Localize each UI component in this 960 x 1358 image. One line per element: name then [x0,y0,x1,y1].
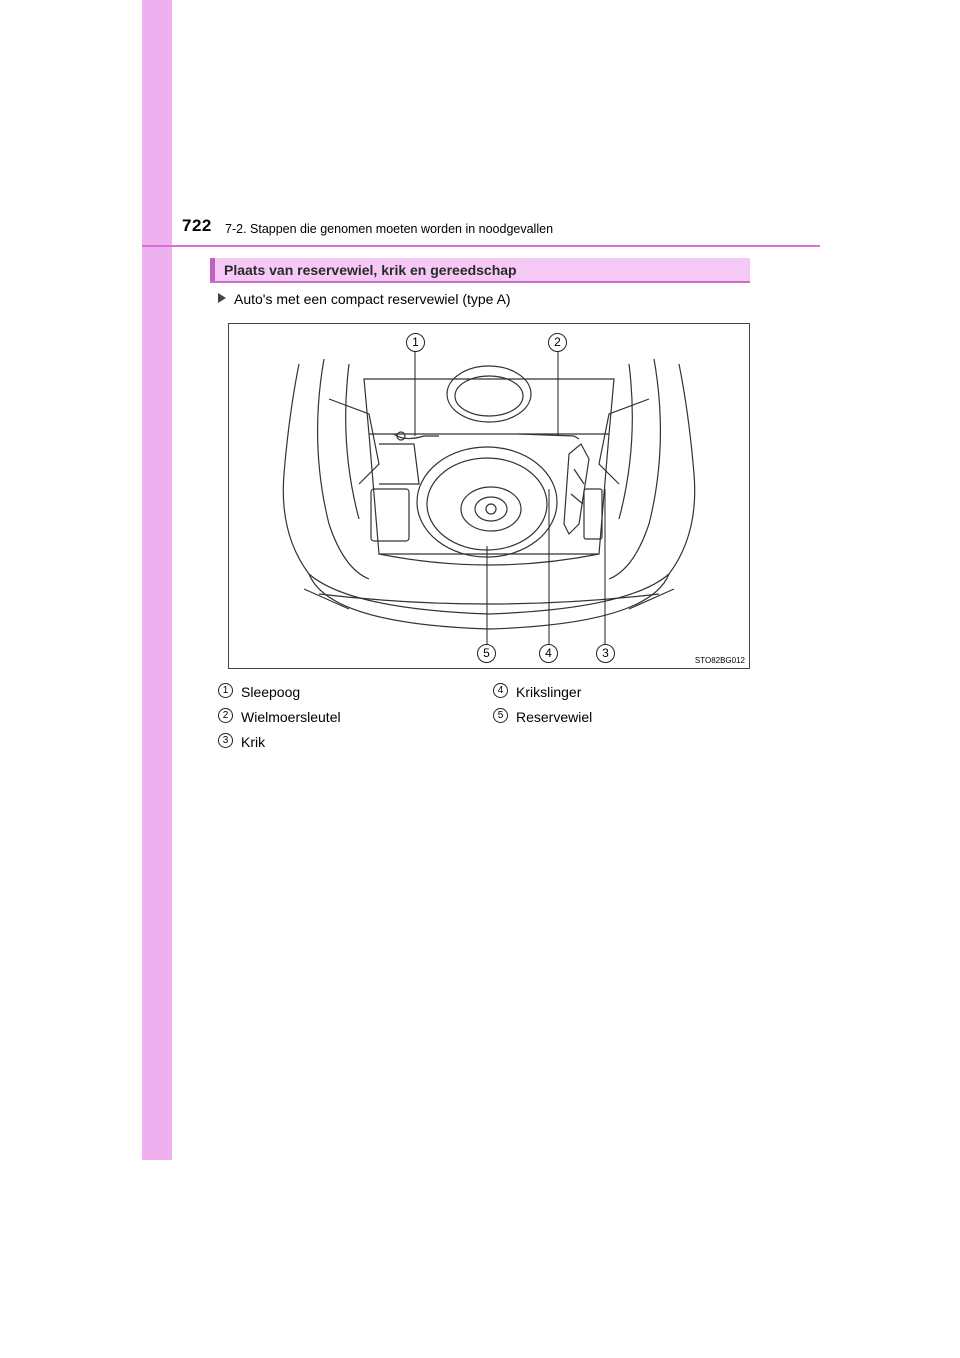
callout-1: 1 [406,333,425,352]
figure-code: STO82BG012 [694,656,745,665]
section-title-bar: Plaats van reservewiel, krik en gereedsc… [210,258,750,283]
triangle-bullet-icon [218,293,226,303]
legend-number: 1 [218,683,233,698]
section-title: Plaats van reservewiel, krik en gereedsc… [224,262,517,278]
page-number: 722 [182,216,212,235]
trunk-illustration: 1 2 5 4 3 STO82BG012 [228,323,750,669]
legend-label: Krik [241,734,266,750]
legend-label: Reservewiel [516,709,593,725]
section-path: 7-2. Stappen die genomen moeten worden i… [225,222,554,236]
legend-item-4: 4 Krikslinger [493,683,581,700]
legend-number: 3 [218,733,233,748]
callout-4: 4 [539,644,558,663]
legend-label: Krikslinger [516,684,582,700]
legend-item-2: 2 Wielmoersleutel [218,708,341,725]
legend-number: 4 [493,683,508,698]
subheading: Auto's met een compact reservewiel (type… [218,291,511,307]
legend-number: 2 [218,708,233,723]
callout-3: 3 [596,644,615,663]
legend-item-3: 3 Krik [218,733,265,750]
legend-item-5: 5 Reservewiel [493,708,592,725]
callout-5: 5 [477,644,496,663]
section-accent [210,258,215,281]
legend-item-1: 1 Sleepoog [218,683,300,700]
legend-number: 5 [493,708,508,723]
subheading-text: Auto's met een compact reservewiel (type… [234,291,511,307]
header-rule [142,245,820,247]
trunk-drawing [282,351,696,646]
legend-label: Sleepoog [241,684,301,700]
callout-2: 2 [548,333,567,352]
sidebar-tab [142,0,172,1160]
legend-label: Wielmoersleutel [241,709,341,725]
